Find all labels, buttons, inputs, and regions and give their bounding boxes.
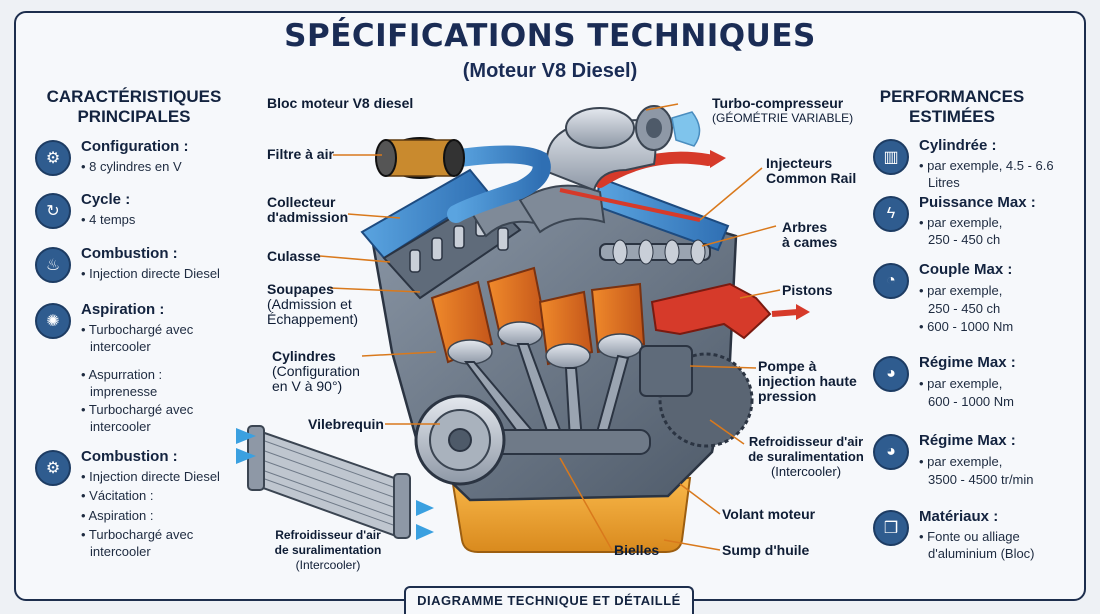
gauge-icon: ◔ [873, 263, 909, 299]
turbocharger [545, 105, 673, 192]
tachometer-icon: ◕ [873, 356, 909, 392]
cubes-icon: ❒ [873, 510, 909, 546]
label-filtre-air: Filtre à air [267, 146, 334, 162]
turbo-air-inlet [671, 111, 701, 147]
label-cylindres: Cylindres (Configuration en V à 90°) [272, 348, 360, 394]
air-filter [375, 137, 465, 179]
leader-lines [319, 103, 781, 551]
label-pompe-injection: Pompe à injection haute pression [758, 358, 857, 404]
cycle-icon: ↻ [35, 193, 71, 229]
connecting-rods [464, 343, 630, 448]
page-subtitle: (Moteur V8 Diesel) [462, 60, 638, 82]
label-injecteurs: Injecteurs Common Rail [766, 155, 857, 186]
exhaust-arrow [771, 309, 799, 317]
pistons [430, 266, 646, 369]
label-sump-huile: Sump d'huile [722, 542, 810, 558]
crankshaft [479, 429, 651, 455]
lightning-icon: ϟ [873, 196, 909, 232]
label-intercooler-right: Refroidisseur d'air de suralimentation (… [748, 434, 864, 479]
label-culasse: Culasse [267, 248, 321, 264]
pistons-icon: ⚙ [35, 140, 71, 176]
label-intercooler-left: Refroidisseur d'air de suralimentation (… [274, 528, 382, 572]
right-column-heading: PERFORMANCES ESTIMÉES [879, 87, 1025, 126]
front-pulley [414, 394, 506, 486]
page-title: SPÉCIFICATIONS TECHNIQUES [284, 18, 816, 54]
rpm-gauge-icon: ◕ [873, 434, 909, 470]
gear-icon: ⚙ [35, 450, 71, 486]
label-pistons: Pistons [782, 282, 833, 298]
label-collecteur: Collecteur d'admission [267, 194, 349, 225]
intake-pipe [447, 145, 551, 223]
flame-icon: ♨ [35, 247, 71, 283]
cylinder-icon: ▥ [873, 139, 909, 175]
footer-tab: DIAGRAMME TECHNIQUE ET DÉTAILLÉ [404, 586, 694, 614]
label-soupapes: Soupapes (Admission et Échappement) [267, 281, 359, 327]
left-column-heading: CARACTÉRISTIQUES PRINCIPALES [46, 87, 222, 126]
label-volant-moteur: Volant moteur [722, 506, 816, 522]
exhaust-arrowhead [796, 304, 810, 320]
airflow-arrows [236, 428, 434, 540]
label-vilebrequin: Vilebrequin [308, 416, 384, 432]
label-bloc-moteur: Bloc moteur V8 diesel [267, 95, 414, 111]
camshaft [599, 239, 711, 265]
intercooler [247, 425, 411, 539]
label-turbo: Turbo-compresseur (GÉOMÉTRIE VARIABLE) [712, 95, 854, 126]
injection-pump [639, 345, 693, 397]
label-arbres-cames: Arbres à cames [782, 219, 838, 250]
turbo-icon: ✺ [35, 303, 71, 339]
label-bielles: Bielles [614, 542, 660, 558]
